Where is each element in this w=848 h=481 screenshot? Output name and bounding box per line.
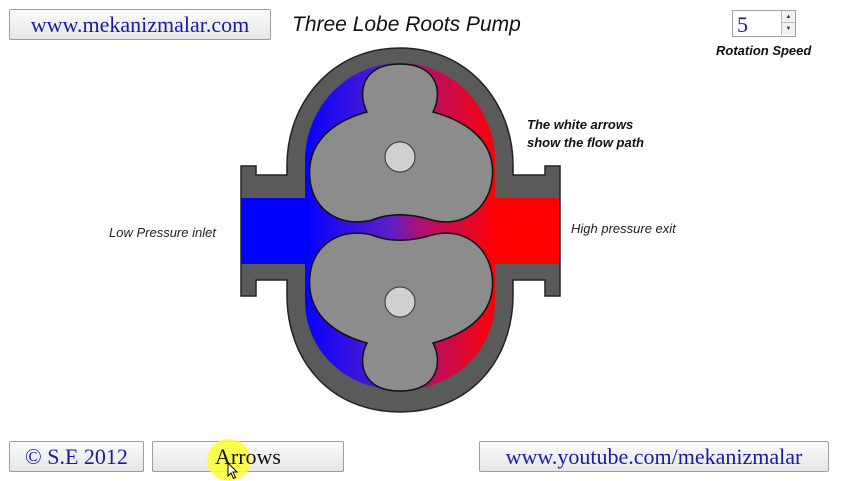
rotation-speed-stepper[interactable]: 5 ▲ ▼ <box>732 10 796 37</box>
spin-down-icon[interactable]: ▼ <box>781 23 795 35</box>
youtube-link-button[interactable]: www.youtube.com/mekanizmalar <box>479 441 829 472</box>
note-line-2: show the flow path <box>527 135 644 150</box>
spin-up-icon[interactable]: ▲ <box>781 11 795 23</box>
bottom-rotor <box>308 232 494 392</box>
outlet-pipe <box>489 198 559 264</box>
bottom-rotor-shaft <box>384 286 416 318</box>
top-rotor <box>308 63 494 223</box>
copyright-button[interactable]: © S.E 2012 <box>9 441 144 472</box>
exit-label: High pressure exit <box>571 221 676 236</box>
website-link-button[interactable]: www.mekanizmalar.com <box>9 9 271 40</box>
pointer-cursor-icon <box>227 462 239 480</box>
inlet-label: Low Pressure inlet <box>109 225 216 240</box>
rotation-speed-label: Rotation Speed <box>716 43 812 58</box>
note-line-1: The white arrows <box>527 117 634 132</box>
page-title: Three Lobe Roots Pump <box>292 13 521 36</box>
arrows-toggle-button[interactable]: Arrows <box>152 441 344 472</box>
arrows-button-label: Arrows <box>215 443 281 469</box>
inlet-pipe <box>241 198 311 264</box>
flow-path-note: The white arrows show the flow path <box>527 116 644 152</box>
rotation-speed-value[interactable]: 5 <box>737 12 748 37</box>
top-rotor-shaft <box>384 141 416 173</box>
